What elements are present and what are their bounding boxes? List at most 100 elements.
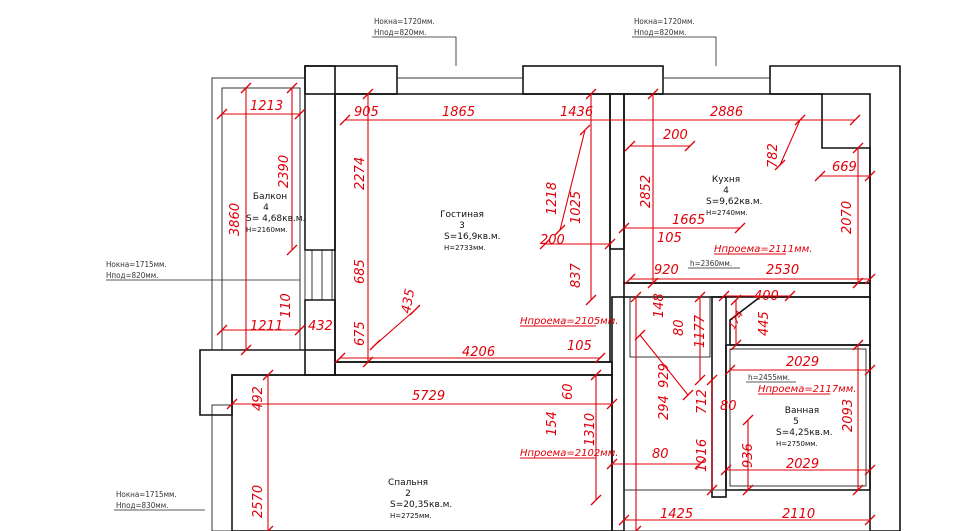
window-note-1-height: Нокна=1720мм. bbox=[374, 17, 435, 26]
dimension-tick bbox=[647, 277, 659, 289]
dim-110: 110 bbox=[279, 293, 294, 318]
dimension-tick bbox=[362, 88, 374, 100]
dimension-tick bbox=[539, 238, 551, 250]
dimension-tick bbox=[730, 294, 742, 306]
dimension-tick bbox=[742, 484, 754, 496]
dimension-tick bbox=[718, 290, 730, 302]
dim-200a: 200 bbox=[663, 128, 688, 143]
dimension-tick bbox=[634, 329, 646, 341]
dim-3860: 3860 bbox=[228, 203, 243, 236]
wall-living-left-lower bbox=[304, 299, 336, 376]
dimension-tick bbox=[864, 170, 876, 182]
dimension-tick bbox=[216, 324, 228, 336]
bedroom-window bbox=[211, 404, 233, 531]
room-label-bedroom: Спальня 2 S=20,35кв.м. H=2725мм. bbox=[388, 478, 452, 520]
dimension-ticks bbox=[216, 82, 876, 531]
dimension-tick bbox=[339, 114, 351, 126]
wall-corridor-mid bbox=[711, 296, 727, 498]
svg-text:Ванная: Ванная bbox=[785, 406, 819, 416]
window-note-2-sill: Нпод=820мм. bbox=[634, 28, 686, 37]
dimension-tick bbox=[635, 525, 642, 531]
wall-partition-kitchen bbox=[609, 93, 625, 250]
dim-294: 294 bbox=[657, 395, 672, 420]
window-note-2-height: Нокна=1720мм. bbox=[634, 17, 695, 26]
dim-2029a: 2029 bbox=[786, 355, 819, 370]
dimension-tick bbox=[590, 369, 602, 381]
dimension-tick bbox=[864, 464, 876, 476]
svg-text:H=2750мм.: H=2750мм. bbox=[776, 440, 818, 448]
svg-text:Гостиная: Гостиная bbox=[440, 210, 484, 220]
svg-text:H=2160мм.: H=2160мм. bbox=[246, 226, 288, 234]
dim-685: 685 bbox=[353, 259, 368, 284]
window-top-1 bbox=[396, 77, 524, 95]
dim-1436: 1436 bbox=[560, 105, 593, 120]
opening-note-bedroom: Нпроема=2102мм. bbox=[520, 448, 618, 459]
dimension-tick bbox=[362, 356, 374, 368]
svg-text:H=2733мм.: H=2733мм. bbox=[444, 244, 486, 252]
dimension-tick bbox=[794, 114, 806, 126]
dimension-tick bbox=[618, 514, 630, 526]
dim-905: 905 bbox=[354, 105, 379, 120]
dim-2852: 2852 bbox=[639, 175, 654, 208]
dimension-tick bbox=[849, 114, 861, 126]
dimension-tick bbox=[864, 514, 876, 526]
dim-200b: 200 bbox=[540, 233, 565, 248]
dim-669: 669 bbox=[832, 160, 857, 175]
dimension-tick bbox=[852, 277, 864, 289]
balcony-outer bbox=[211, 77, 306, 351]
dim-80a: 80 bbox=[720, 399, 737, 414]
dimension-tick bbox=[630, 291, 642, 303]
dimension-tick bbox=[706, 484, 718, 496]
dimension-tick bbox=[694, 374, 706, 386]
dimension-tick bbox=[742, 414, 754, 426]
door-frame-bottom bbox=[623, 489, 871, 531]
dim-105a: 105 bbox=[657, 231, 682, 246]
window-note-4-height: Нокна=1715мм. bbox=[116, 490, 177, 499]
room-outlines bbox=[211, 77, 871, 531]
dimension-tick bbox=[585, 294, 597, 306]
dimension-tick bbox=[694, 291, 706, 303]
dim-148: 148 bbox=[652, 293, 667, 318]
dim-60: 60 bbox=[561, 383, 576, 400]
wall-top-left bbox=[304, 65, 398, 95]
dim-2093: 2093 bbox=[841, 399, 856, 432]
dimension-tick bbox=[579, 124, 591, 136]
wall-bedroom-top bbox=[334, 361, 613, 376]
dim-492: 492 bbox=[251, 386, 266, 411]
dim-712: 712 bbox=[695, 389, 710, 414]
dimension-tick bbox=[594, 352, 606, 364]
dim-2029b: 2029 bbox=[786, 457, 819, 472]
height-mark-2: h=2455мм. bbox=[748, 373, 790, 382]
dimension-tick bbox=[294, 108, 306, 120]
dim-2274: 2274 bbox=[353, 157, 368, 190]
svg-text:H=2740мм.: H=2740мм. bbox=[706, 209, 748, 217]
window-note-4-sill: Нпод=830мм. bbox=[116, 501, 168, 510]
dimension-tick bbox=[618, 222, 630, 234]
dimension-tick bbox=[852, 142, 864, 154]
dimension-tick bbox=[554, 224, 566, 236]
dim-400: 400 bbox=[754, 289, 779, 304]
dim-1218: 1218 bbox=[545, 182, 560, 215]
svg-text:4: 4 bbox=[263, 203, 269, 213]
dim-1016: 1016 bbox=[695, 439, 710, 472]
svg-text:5: 5 bbox=[793, 417, 799, 427]
dim-174: 174 bbox=[727, 309, 746, 331]
dim-2530: 2530 bbox=[766, 263, 799, 278]
dim-2110: 2110 bbox=[782, 507, 815, 522]
wall-bath-right bbox=[729, 296, 871, 346]
window-notes: Нокна=1720мм. Нпод=820мм. Нокна=1720мм. … bbox=[106, 17, 695, 510]
wall-corridor-left bbox=[611, 296, 625, 531]
dimension-tick bbox=[682, 389, 694, 401]
room-label-bath: Ванная 5 S=4,25кв.м. H=2750мм. bbox=[776, 406, 833, 448]
svg-text:Балкон: Балкон bbox=[253, 192, 287, 202]
svg-text:4: 4 bbox=[723, 186, 729, 196]
svg-text:S=4,25кв.м.: S=4,25кв.м. bbox=[776, 428, 833, 438]
dimension-tick bbox=[606, 458, 618, 470]
dimension-tick bbox=[286, 82, 298, 94]
dim-432: 432 bbox=[308, 319, 333, 334]
dimension-tick bbox=[240, 344, 252, 356]
dimension-lines bbox=[222, 88, 870, 531]
opening-note-living: Нпроема=2105мм. bbox=[520, 316, 618, 327]
dim-1310: 1310 bbox=[583, 413, 598, 446]
